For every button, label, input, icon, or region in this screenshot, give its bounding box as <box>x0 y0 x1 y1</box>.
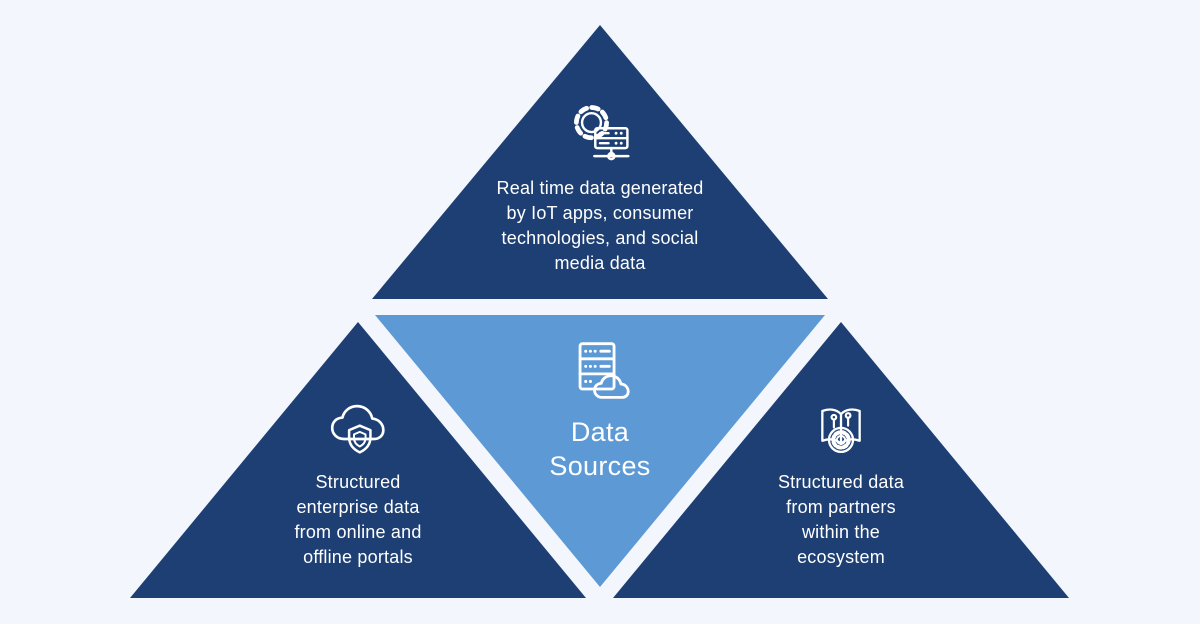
title-line: Sources <box>549 451 651 481</box>
caption-line: offline portals <box>303 547 413 567</box>
caption-line: from partners <box>786 497 896 517</box>
top-triangle-caption: Real time data generated by IoT apps, co… <box>440 176 760 276</box>
caption-line: Real time data generated <box>496 178 704 198</box>
gear-server-icon <box>574 105 630 161</box>
caption-line: Structured data <box>777 472 905 492</box>
right-triangle-caption: Structured data from partners within the… <box>711 470 971 570</box>
caption-line: by IoT apps, consumer <box>506 203 694 223</box>
caption-line: enterprise data <box>296 497 420 517</box>
left-triangle <box>130 322 586 598</box>
caption-line: within the <box>801 522 881 542</box>
center-inverted-triangle <box>375 315 825 587</box>
caption-line: Structured <box>315 472 401 492</box>
top-triangle <box>372 25 828 299</box>
server-cloud-icon <box>578 342 630 399</box>
caption-line: from online and <box>294 522 422 542</box>
title-line: Data <box>570 417 630 447</box>
caption-line: ecosystem <box>797 547 885 567</box>
book-circuit-gear-icon <box>821 408 861 454</box>
caption-line: media data <box>554 253 646 273</box>
cloud-shield-icon <box>330 404 385 454</box>
caption-line: technologies, and social <box>501 228 699 248</box>
center-title: Data Sources <box>490 415 710 483</box>
left-triangle-caption: Structured enterprise data from online a… <box>228 470 488 570</box>
right-triangle <box>613 322 1069 598</box>
